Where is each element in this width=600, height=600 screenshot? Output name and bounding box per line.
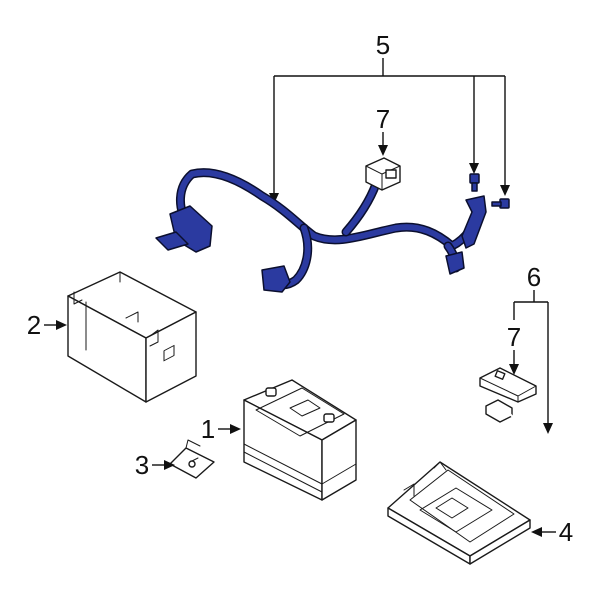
battery — [243, 379, 357, 501]
callout-1: 1 — [201, 414, 215, 444]
callout-6-group: 6 — [513, 262, 553, 434]
callout-2: 2 — [27, 310, 41, 340]
callout-6: 6 — [527, 262, 541, 292]
battery-terminal-negative — [323, 413, 335, 423]
wiring-harness — [155, 157, 510, 293]
harness-terminal-tab — [155, 231, 189, 251]
battery-tray — [387, 461, 531, 565]
callout-1-group: 1 — [201, 414, 241, 444]
callout-7-cable: 7 — [507, 322, 521, 352]
cable-connector — [485, 399, 513, 423]
callout-7-cable-group: 7 — [507, 322, 521, 375]
harness-plug-connector — [365, 157, 401, 191]
harness-terminal-strap — [461, 195, 487, 249]
harness-clamp-lower — [261, 265, 291, 293]
harness-trunk — [177, 169, 483, 249]
cable-terminal-clip — [479, 367, 537, 403]
callout-5: 5 — [376, 30, 390, 60]
screw-icon — [491, 198, 510, 209]
arrowhead — [531, 527, 542, 537]
arrowhead — [378, 145, 388, 156]
callout-7-harness: 7 — [376, 104, 390, 134]
bolt-icon — [469, 173, 480, 192]
arrowhead — [230, 424, 241, 434]
callout-3-group: 3 — [135, 450, 175, 480]
callout-4-group: 4 — [531, 517, 573, 547]
battery-insulator — [67, 271, 197, 403]
callout-7-harness-group: 7 — [376, 104, 390, 156]
harness-branch-connector — [343, 181, 379, 235]
arrowhead — [164, 460, 175, 470]
hold-down-bracket — [169, 439, 215, 479]
battery-terminal-positive — [265, 387, 277, 397]
callout-2-group: 2 — [27, 310, 67, 340]
arrowhead — [500, 185, 510, 196]
callout-4: 4 — [559, 517, 573, 547]
callout-5-group: 5 — [269, 30, 510, 204]
callout-3: 3 — [135, 450, 149, 480]
harness-clip-right — [445, 251, 465, 275]
arrowhead — [509, 364, 519, 375]
battery-side — [321, 419, 357, 501]
negative-cable — [479, 367, 571, 455]
arrowhead — [56, 320, 67, 330]
arrowhead — [543, 423, 553, 434]
arrowhead — [469, 163, 479, 174]
